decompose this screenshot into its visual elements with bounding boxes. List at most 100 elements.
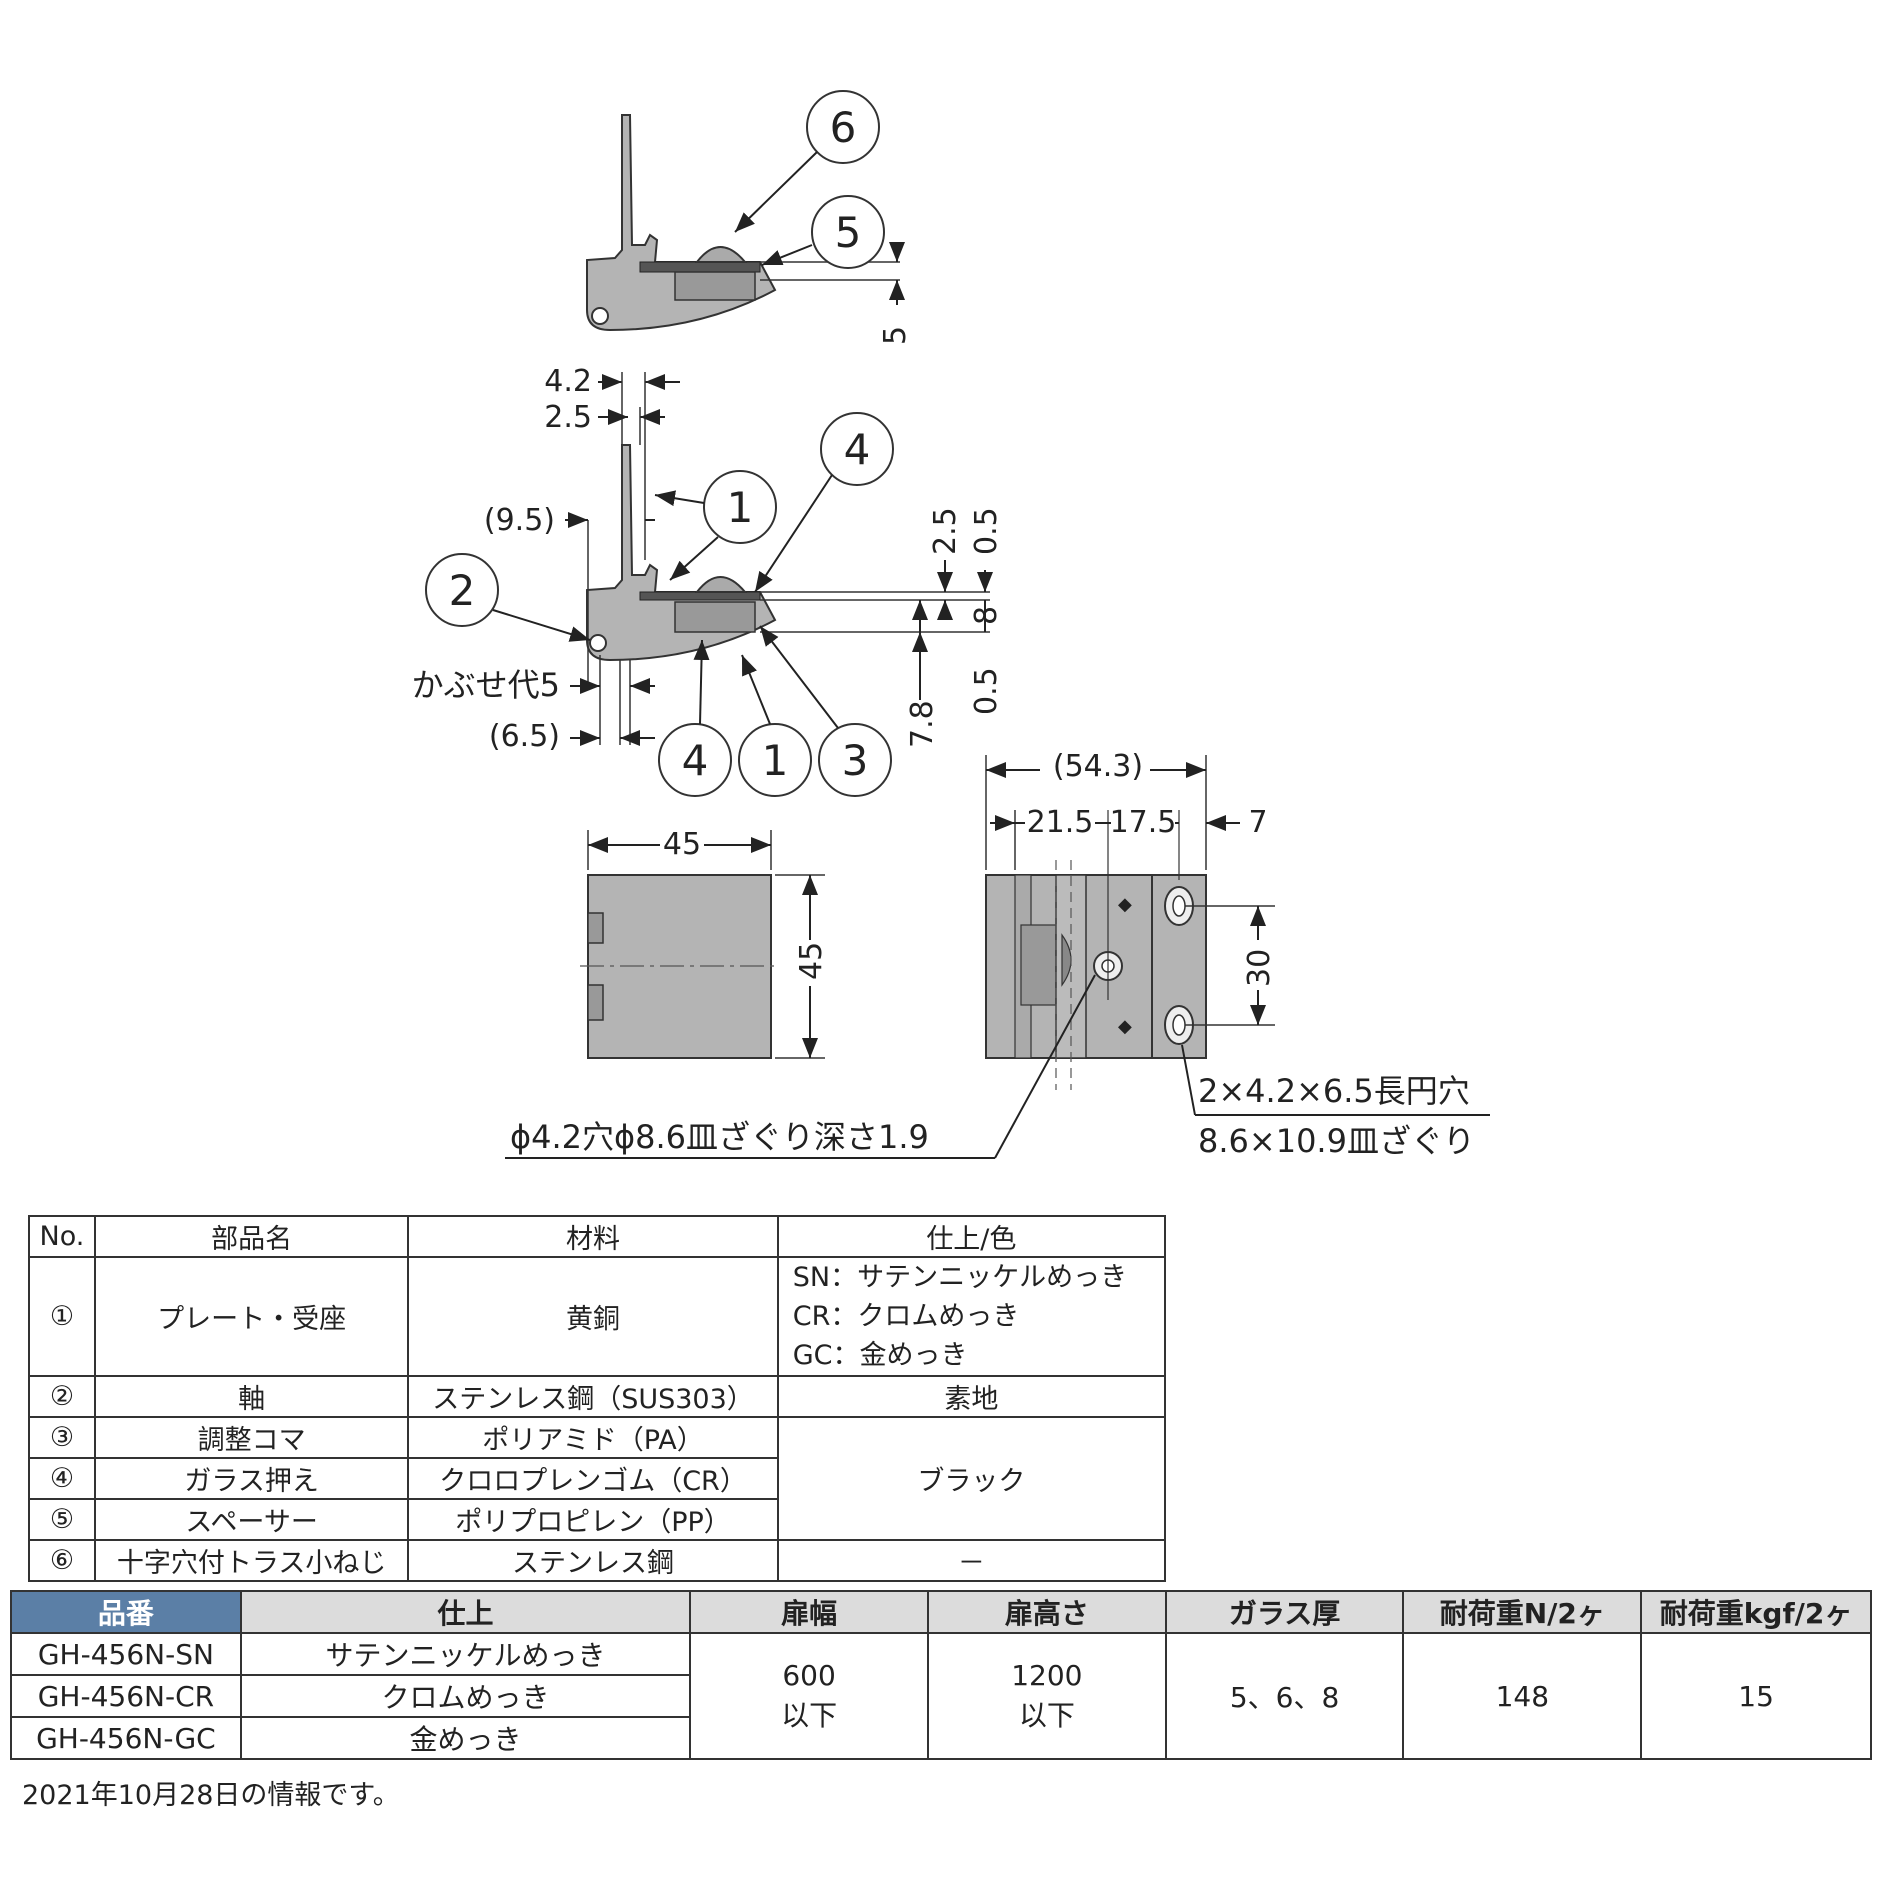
dim-0-5-top: 0.5 <box>969 507 1004 555</box>
part-finish: － <box>776 1539 1167 1582</box>
callout-1-upper: 1 <box>654 470 777 581</box>
side-view: ◆ ◆ (54.3) 21.5 17.5 7 30 <box>985 745 1277 1090</box>
header-finish: 仕上 <box>239 1590 692 1634</box>
middle-section-view <box>586 444 990 745</box>
finish: クロムめっき <box>239 1674 692 1718</box>
part-material: クロロプレンゴム（CR） <box>407 1457 779 1500</box>
svg-text:6: 6 <box>830 103 857 152</box>
table-row: ⑤ スペーサー ポリプロピレン（PP） <box>28 1498 1165 1541</box>
header-no: No. <box>28 1215 96 1258</box>
svg-text:かぶせ代5: かぶせ代5 <box>412 666 560 704</box>
footnote: 2021年10月28日の情報です。 <box>22 1780 400 1811</box>
part-name: スペーサー <box>93 1498 410 1541</box>
spec-table-header: 品番 仕上 扉幅 扉高さ ガラス厚 耐荷重N/2ヶ 耐荷重kgf/2ヶ <box>10 1590 1872 1634</box>
part-material: ポリプロピレン（PP） <box>407 1498 779 1541</box>
part-number: GH-456N-SN <box>10 1632 242 1676</box>
hinge-drawing: 5 6 5 4.2 2.5 (9. <box>412 90 1490 1160</box>
callout-5: 5 <box>761 195 885 269</box>
door-height: 1200 以下 <box>926 1632 1167 1760</box>
dim-4-2: 4.2 <box>544 364 680 560</box>
header-finish: 仕上/色 <box>776 1215 1167 1258</box>
svg-text:(9.5): (9.5) <box>484 503 555 538</box>
part-no: ① <box>28 1256 96 1377</box>
table-row: GH-456N-GC 金めっき <box>10 1716 1871 1760</box>
callout-2: 2 <box>425 553 591 642</box>
svg-text:4: 4 <box>844 425 871 474</box>
dim-9-5: (9.5) <box>484 503 655 538</box>
svg-text:4.2: 4.2 <box>544 364 592 399</box>
part-no: ④ <box>28 1457 96 1500</box>
part-number: GH-456N-GC <box>10 1716 242 1760</box>
dim-0-5-bottom: 0.5 <box>969 667 1004 715</box>
door-width-value: 600 <box>782 1659 836 1692</box>
table-row: ⑥ 十字穴付トラス小ねじ ステンレス鋼 － <box>28 1539 1167 1582</box>
svg-text:3: 3 <box>842 736 869 785</box>
dim-6-5: (6.5) <box>489 719 655 754</box>
header-door-height: 扉高さ <box>926 1590 1167 1634</box>
svg-text:◆: ◆ <box>1118 1016 1132 1037</box>
svg-text:2: 2 <box>449 566 476 615</box>
svg-text:2.5: 2.5 <box>544 400 592 435</box>
parts-table-header: No. 部品名 材料 仕上/色 <box>28 1215 1167 1258</box>
dim-54-3: (54.3) <box>1053 749 1143 784</box>
dim-8: 8 <box>969 606 1004 625</box>
callout-4-lower: 4 <box>658 639 732 797</box>
dim-45-height: 45 <box>794 942 829 980</box>
table-row: ③ 調整コマ ポリアミド（PA） ブラック <box>28 1416 1167 1541</box>
svg-text:1: 1 <box>762 736 789 785</box>
svg-text:1: 1 <box>727 483 754 532</box>
svg-text:4: 4 <box>682 736 709 785</box>
part-no: ③ <box>28 1416 96 1459</box>
part-material: ポリアミド（PA） <box>407 1416 779 1459</box>
part-name: 十字穴付トラス小ねじ <box>93 1539 410 1582</box>
callout-4-upper: 4 <box>754 412 894 593</box>
dim-21-5: 21.5 <box>1027 805 1094 840</box>
part-finish: ブラック <box>776 1416 1167 1541</box>
part-material: ステンレス鋼（SUS303） <box>407 1375 779 1418</box>
part-material: ステンレス鋼 <box>407 1539 779 1582</box>
hole-note: ϕ4.2穴ϕ8.6皿ざぐり深さ1.9 <box>510 1118 929 1156</box>
part-no: ② <box>28 1375 96 1418</box>
header-load-n: 耐荷重N/2ヶ <box>1402 1590 1643 1634</box>
finish: サテンニッケルめっき <box>239 1632 692 1676</box>
svg-text:(6.5): (6.5) <box>489 719 560 754</box>
front-view: 45 45 <box>580 825 829 1059</box>
dim-7-8: 7.8 <box>905 700 940 748</box>
dim-overlap: かぶせ代5 <box>412 666 655 704</box>
callout-3: 3 <box>759 625 892 797</box>
dim-5-top: 5 <box>878 326 913 345</box>
glass-thickness: 5、6、8 <box>1164 1632 1405 1760</box>
part-name: プレート・受座 <box>93 1256 410 1377</box>
part-number: GH-456N-CR <box>10 1674 242 1718</box>
part-no: ⑥ <box>28 1539 96 1582</box>
table-row: ④ ガラス押え クロロプレンゴム（CR） <box>28 1457 1165 1500</box>
dim-7: 7 <box>1248 805 1267 840</box>
load-kgf: 15 <box>1640 1632 1872 1760</box>
door-width-suffix: 以下 <box>781 1699 838 1732</box>
table-row: GH-456N-CR クロムめっき <box>10 1674 1871 1718</box>
part-finish: 素地 <box>776 1375 1167 1418</box>
header-part-name: 部品名 <box>93 1215 410 1258</box>
door-height-value: 1200 <box>1011 1659 1083 1692</box>
dim-45-width: 45 <box>663 827 701 862</box>
part-finish: SN：サテンニッケルめっき CR：クロムめっき GC：金めっき <box>776 1256 1167 1377</box>
parts-table: No. 部品名 材料 仕上/色 ① プレート・受座 黄銅 SN：サテンニッケルめ… <box>28 1215 1167 1582</box>
part-material: 黄銅 <box>407 1256 779 1377</box>
dim-2-5-vert: 2.5 <box>928 507 963 555</box>
part-name: 調整コマ <box>93 1416 410 1459</box>
finish-line: GC：金めっき <box>792 1340 968 1371</box>
callout-1-lower: 1 <box>738 654 812 797</box>
svg-text:5: 5 <box>835 208 862 257</box>
header-material: 材料 <box>407 1215 779 1258</box>
hole-note-leader: ϕ4.2穴ϕ8.6皿ざぐり深さ1.9 <box>505 974 1096 1159</box>
header-part-number: 品番 <box>10 1590 242 1634</box>
header-load-kgf: 耐荷重kgf/2ヶ <box>1640 1590 1872 1634</box>
spec-table: 品番 仕上 扉幅 扉高さ ガラス厚 耐荷重N/2ヶ 耐荷重kgf/2ヶ GH-4… <box>10 1590 1872 1760</box>
finish: 金めっき <box>239 1716 692 1760</box>
finish-line: SN：サテンニッケルめっき <box>792 1262 1128 1293</box>
dim-17-5: 17.5 <box>1110 805 1177 840</box>
callout-6: 6 <box>734 90 880 233</box>
part-name: 軸 <box>93 1375 410 1418</box>
table-row: ② 軸 ステンレス鋼（SUS303） 素地 <box>28 1375 1167 1418</box>
svg-text:◆: ◆ <box>1118 894 1132 915</box>
